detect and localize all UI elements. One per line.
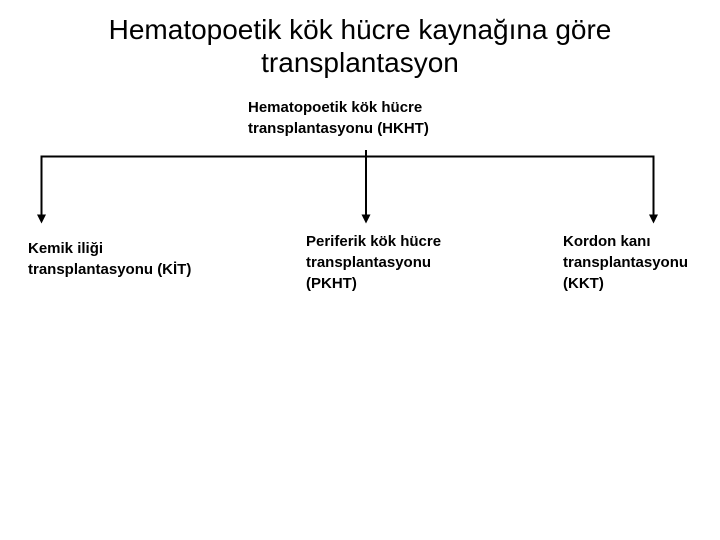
slide-title: Hematopoetik kök hücre kaynağına göre tr…	[108, 14, 612, 78]
arrow-down-left-head-icon	[37, 214, 46, 224]
arrow-down-right	[649, 155, 658, 224]
branch-label-pkht: Periferik kök hücre transplantasyonu (PK…	[306, 233, 442, 292]
arrow-down-center-head-icon	[361, 214, 371, 224]
arrow-down-left	[37, 155, 46, 224]
arrow-down-right-head-icon	[649, 214, 658, 224]
branch-label-kkt: Kordon kanı transplantasyonu (KKT)	[563, 233, 689, 292]
root-node-label: Hematopoetik kök hücre transplantasyonu …	[248, 99, 429, 137]
branch-label-kit: Kemik iliği transplantasyonu (KİT)	[28, 240, 192, 278]
arrow-down-center	[361, 155, 371, 224]
